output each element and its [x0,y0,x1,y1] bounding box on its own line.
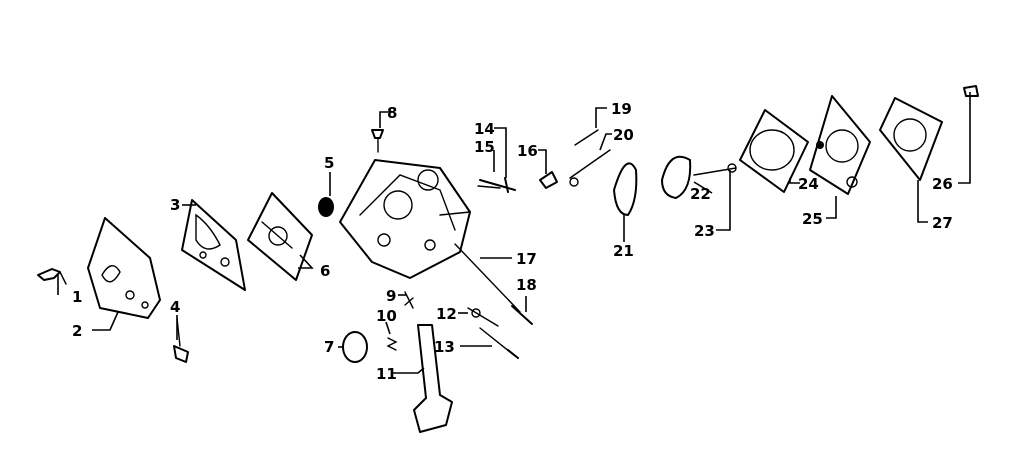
label-7: 7 [324,338,334,356]
label-27: 27 [932,214,953,232]
part-10-spring [386,337,398,351]
label-17: 17 [516,250,537,268]
part-labels: 1 2 3 4 5 6 7 8 9 10 11 12 13 14 15 16 1… [72,100,953,383]
carburetor-body [339,159,471,279]
label-18: 18 [516,276,537,294]
part-8-screw [371,129,384,153]
label-12: 12 [436,305,457,323]
label-3: 3 [170,196,180,214]
part-26-screw [963,85,979,97]
part-12-screw [467,307,499,327]
label-21: 21 [613,242,634,260]
part-5-filter [318,197,334,217]
label-26: 26 [932,175,953,193]
label-11: 11 [376,365,397,383]
part-14-15-rods [477,177,516,193]
leader-lines [57,92,971,374]
part-11-lever [413,324,453,433]
part-7-disk [342,331,368,363]
label-9: 9 [386,287,396,305]
label-22: 22 [690,185,711,203]
part-4-screw [173,317,189,363]
part-2-cover-plate [87,217,161,319]
label-8: 8 [387,104,397,122]
label-4: 4 [170,298,180,316]
label-25: 25 [802,210,823,228]
part-27-cover [879,97,943,181]
label-24: 24 [798,175,819,193]
label-14: 14 [474,120,495,138]
part-9-needle [404,291,414,309]
part-25-diaphragm [809,95,871,195]
label-6: 6 [320,262,330,280]
label-13: 13 [434,338,455,356]
part-19-20-pin [569,129,611,187]
part-3-gasket [181,199,246,291]
part-24-gasket [739,109,809,193]
part-16-fitting [539,171,558,189]
part-13-needle-screw [479,327,519,359]
label-16: 16 [517,142,538,160]
label-10: 10 [376,307,397,325]
part-6-diaphragm [247,192,313,281]
part-22-cap [661,155,692,199]
label-5: 5 [324,154,334,172]
label-15: 15 [474,138,495,156]
part-21-lever [613,162,638,216]
label-19: 19 [611,100,632,118]
label-1: 1 [72,288,82,306]
label-20: 20 [613,126,634,144]
label-23: 23 [694,222,715,240]
part-17-18-adjust-screw [454,243,533,325]
part-1-clip [37,268,67,285]
part-23-pin [693,163,737,176]
label-2: 2 [72,322,82,340]
